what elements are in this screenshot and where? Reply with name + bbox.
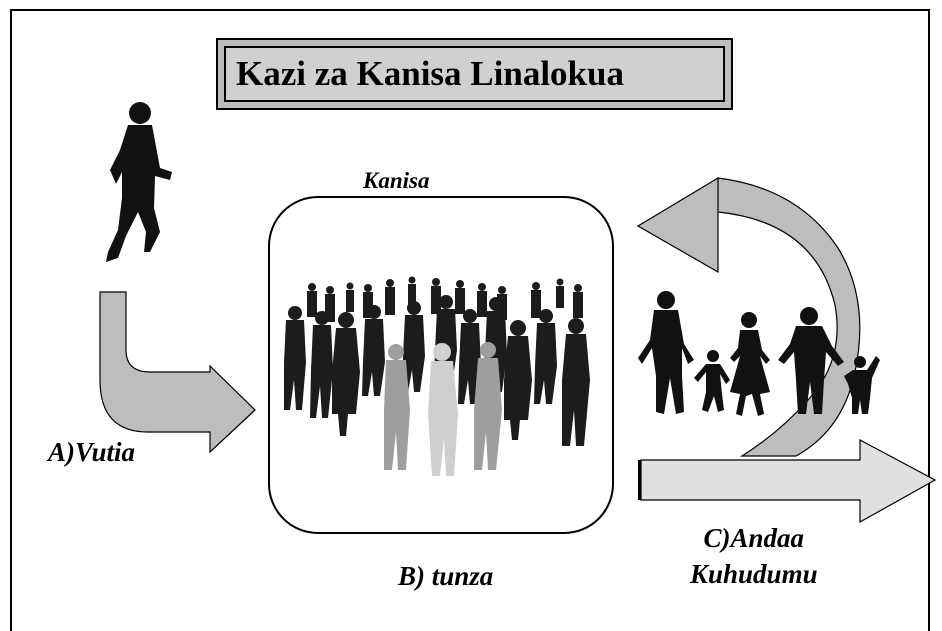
crowd-silhouette-icon xyxy=(284,276,590,476)
equip-label-line2: Kuhudumu xyxy=(690,559,818,589)
attract-arrow xyxy=(99,291,256,454)
equip-label: C)Andaa Kuhudumu xyxy=(690,520,818,592)
equip-label-line1: C)Andaa xyxy=(703,523,805,553)
serve-arrow xyxy=(640,439,937,524)
family-silhouette-icon xyxy=(638,291,880,416)
diagram-title: Kazi za Kanisa Linalokua xyxy=(224,46,725,102)
runner-silhouette-icon xyxy=(106,102,172,262)
nurture-label: B) tunza xyxy=(398,561,494,591)
equip-curved-arrow xyxy=(636,176,861,457)
attract-label: A)Vutia xyxy=(48,437,136,467)
outer-frame xyxy=(10,9,930,631)
church-label: Kanisa xyxy=(363,168,430,193)
serve-arrow-shadow xyxy=(638,460,641,500)
